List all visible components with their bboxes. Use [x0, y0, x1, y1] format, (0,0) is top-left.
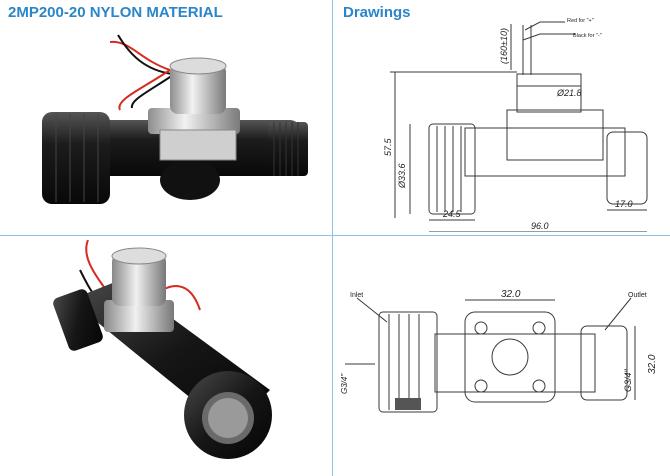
horizontal-divider — [0, 235, 670, 236]
outlet-label: Outlet — [628, 292, 647, 299]
wire-length-dim: (160±10) — [499, 28, 509, 64]
right-length-dim: 17.0 — [615, 199, 633, 209]
right-height-dim: 32.0 — [647, 354, 658, 374]
outlet-thread-dim: G3/4" — [623, 368, 633, 392]
red-wire-label: Red for "+" — [567, 18, 594, 24]
product-title: 2MP200-20 NYLON MATERIAL — [8, 4, 223, 21]
vertical-divider — [332, 0, 333, 476]
inlet-thread-dim: G3/4" — [340, 373, 349, 394]
body-diameter-dim: Ø33.6 — [397, 163, 407, 189]
product-photo-bottom — [53, 240, 272, 459]
left-length-dim: 24.5 — [442, 209, 462, 219]
top-width-dim: 32.0 — [501, 289, 521, 300]
inlet-label: Inlet — [350, 292, 363, 299]
drawing-top-view: Inlet Outlet 32.0 32.0 G3/4" G3/4" — [340, 289, 658, 413]
height-dim: 57.5 — [383, 137, 393, 156]
coil-diameter-dim: Ø21.8 — [556, 88, 582, 98]
black-wire-label: Black for "-" — [573, 33, 602, 39]
total-length-dim: 96.0 — [531, 221, 549, 231]
product-photo-top — [42, 34, 308, 204]
drawing-side-view: Red for "+" Black for "-" (160±10) Ø21.8… — [383, 18, 648, 232]
drawings-title: Drawings — [343, 4, 411, 21]
